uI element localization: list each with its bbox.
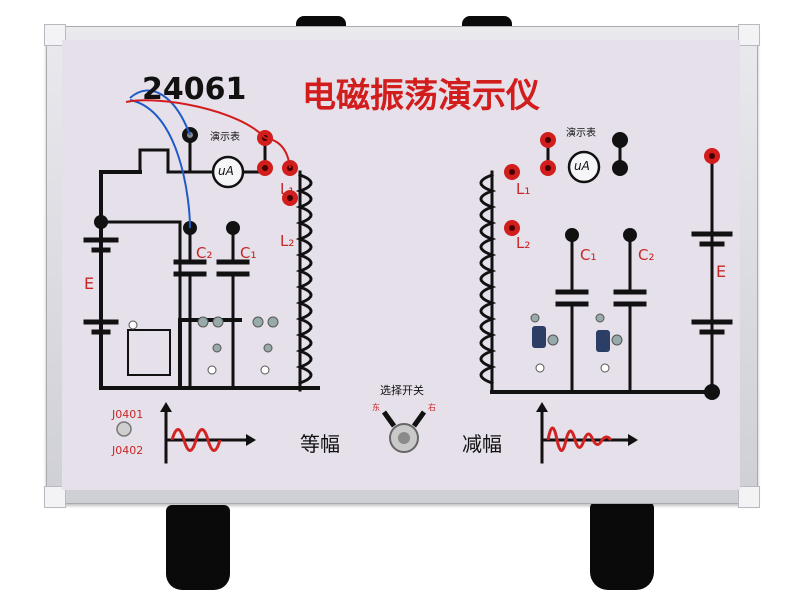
code-top: J0401 <box>112 408 144 421</box>
left-meter-unit: uA <box>218 164 234 178</box>
right-meter-unit: uA <box>574 159 590 173</box>
right-meter-label: 演示表 <box>566 128 596 139</box>
capacitor-right <box>596 330 610 352</box>
frame-corner <box>44 24 66 46</box>
switch-left-mark: 东 <box>372 403 380 412</box>
constant-wave <box>170 428 222 452</box>
frame-corner <box>738 24 760 46</box>
left-l1-label: L₁ <box>280 180 295 198</box>
left-foot <box>166 505 230 590</box>
left-meter-icon <box>211 155 245 189</box>
damped-wave <box>546 426 613 452</box>
left-battery-label: E <box>84 274 95 293</box>
terminal-posts <box>94 127 720 400</box>
right-foot <box>590 502 654 590</box>
mode-constant-label: 等幅 <box>300 432 340 456</box>
right-l2-label: L₂ <box>516 234 531 252</box>
blue-wire <box>129 89 191 136</box>
red-wire <box>125 99 266 139</box>
left-c1-label: C₁ <box>240 244 257 262</box>
code-bottom: J0402 <box>112 444 144 457</box>
page-title: 电磁振荡演示仪 <box>302 76 540 116</box>
right-l1-label: L₁ <box>516 180 531 198</box>
capacitor-left <box>532 326 546 348</box>
left-l2-label: L₂ <box>280 232 295 250</box>
board-panel <box>62 40 740 490</box>
right-battery-label: E <box>716 262 727 281</box>
right-meter-icon <box>567 150 601 184</box>
model-number: 24061 <box>142 72 247 107</box>
right-c2-label: C₂ <box>638 246 655 264</box>
switch-right-mark: 右 <box>428 403 436 412</box>
right-c1-label: C₁ <box>580 246 597 264</box>
left-c2-label: C₂ <box>196 244 213 262</box>
switch-label: 选择开关 <box>380 384 424 397</box>
frame-corner <box>44 486 66 508</box>
mode-damped-label: 减幅 <box>462 432 502 456</box>
reset-button <box>116 421 132 437</box>
frame-corner <box>738 486 760 508</box>
left-meter-label: 演示表 <box>210 132 240 143</box>
